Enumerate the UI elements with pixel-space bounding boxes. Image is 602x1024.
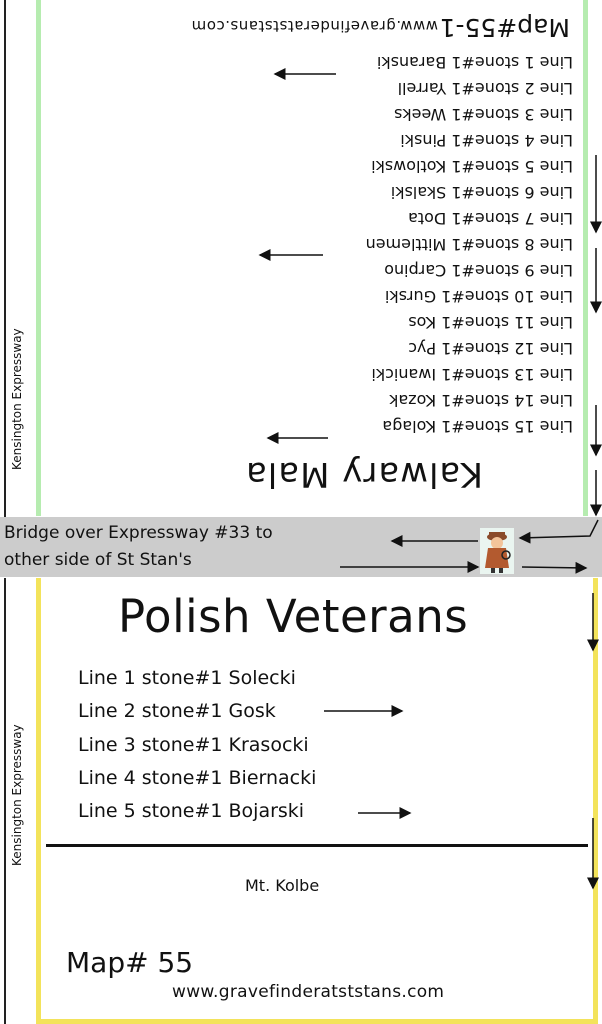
- arrow-icon: [521, 561, 588, 574]
- grave-line: Line 4 stone#1 Biernacki: [78, 767, 317, 789]
- landmark-label-mt-kolbe: Mt. Kolbe: [245, 876, 320, 895]
- polish-veterans-section: [36, 578, 598, 1024]
- bridge-label-line1: Bridge over Expressway #33 to: [4, 523, 273, 543]
- arrow-icon: [518, 519, 599, 544]
- site-url-bottom: www.gravefinderatststans.com: [172, 982, 445, 1002]
- grave-line: Line 5 stone#1 Bojarski: [78, 800, 305, 822]
- kalwary-mala-section: [36, 0, 588, 516]
- bottom-arrows-layer: [324, 593, 599, 890]
- bridge-arrows-layer: [340, 519, 599, 574]
- map-id-bottom: Map# 55: [66, 946, 194, 979]
- section-title-polish-veterans: Polish Veterans: [118, 590, 469, 643]
- bridge-label-line2: other side of St Stan's: [4, 550, 192, 570]
- section-divider: [46, 844, 588, 847]
- detective-icon: [480, 528, 514, 574]
- left-road-line-top: [4, 0, 6, 520]
- left-road-line-bottom: [4, 578, 6, 1024]
- grave-line: Line 1 stone#1 Solecki: [78, 667, 296, 689]
- top-arrows-layer: [258, 68, 602, 517]
- grave-line: Line 2 stone#1 Gosk: [78, 700, 276, 722]
- bridge-label: Bridge over Expressway #33 to other side…: [4, 520, 334, 574]
- grave-line: Line 3 stone#1 Krasocki: [78, 734, 309, 756]
